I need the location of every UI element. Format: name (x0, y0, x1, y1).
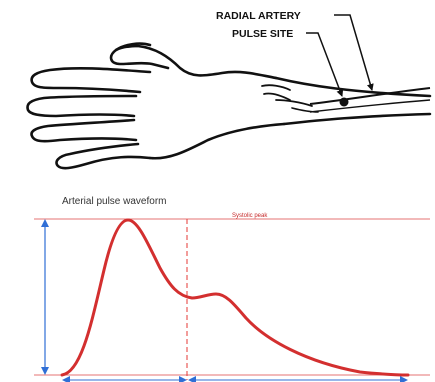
radial-artery-label: RADIAL ARTERY (216, 10, 301, 22)
pulse-waveform-curve (62, 220, 408, 375)
pulse-site-dot-icon (340, 98, 349, 107)
waveform-title: Arterial pulse waveform (62, 196, 166, 207)
systolic-peak-label: Systolic peak (232, 213, 268, 219)
pulse-site-label: PULSE SITE (232, 28, 293, 40)
radial-artery-leader (334, 15, 372, 90)
